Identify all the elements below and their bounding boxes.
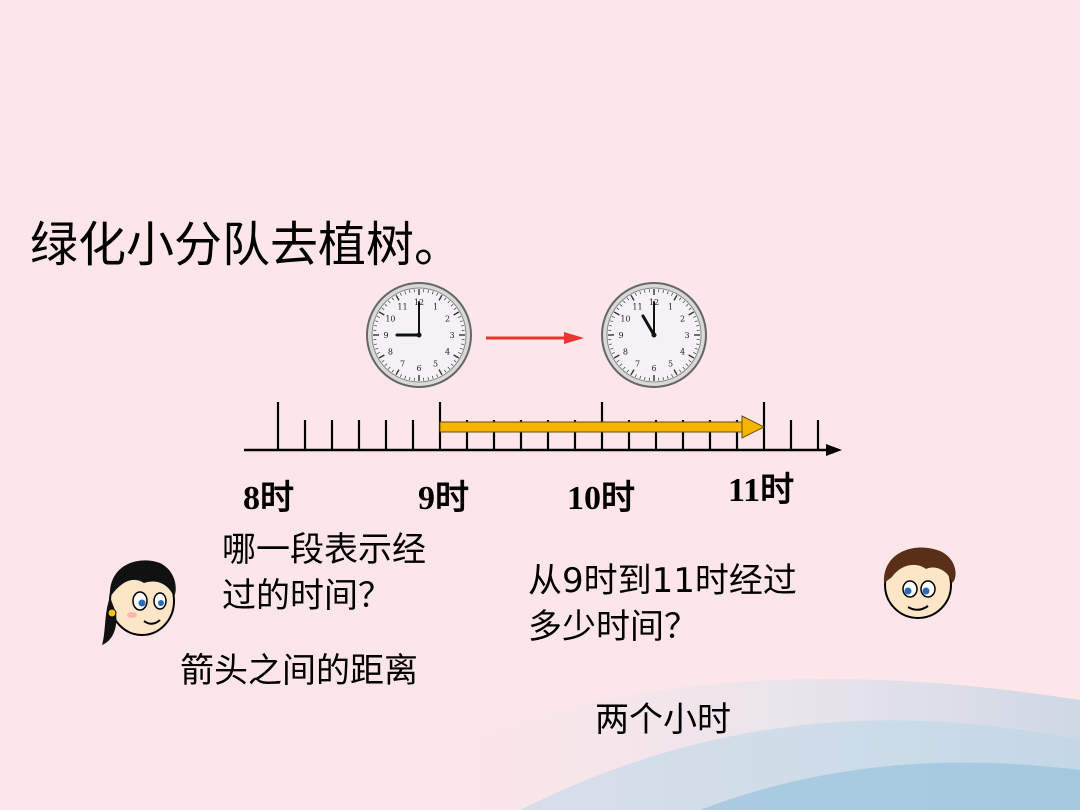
- boy-question: 从9时到11时经过 多少时间？: [528, 558, 797, 650]
- start-clock-number: 10: [385, 315, 395, 324]
- page-title: 绿化小分队去植树。: [30, 217, 463, 273]
- start-clock-number: 4: [445, 348, 450, 357]
- end-clock: 121234567891011: [601, 282, 707, 388]
- start-clock-number: 6: [416, 364, 421, 373]
- start-clock-number: 7: [400, 360, 405, 369]
- start-clock-number: 1: [433, 302, 438, 311]
- girl-face-icon: [102, 560, 176, 645]
- boy-question-line-1: 从9时到11时经过: [528, 561, 797, 601]
- end-clock-number: 9: [618, 331, 623, 340]
- boy-question-line-2: 多少时间？: [528, 607, 698, 647]
- girl-answer: 箭头之间的距离: [180, 651, 418, 691]
- timeline-label: 9时: [418, 480, 469, 517]
- start-clock-number: 8: [388, 348, 393, 357]
- end-clock-number: 8: [623, 348, 628, 357]
- end-clock-number: 1: [668, 302, 673, 311]
- start-clock-number: 3: [449, 331, 454, 340]
- girl-question: 哪一段表示经 过的时间？: [222, 527, 426, 619]
- timeline-label: 8时: [243, 480, 294, 517]
- start-clock-number: 11: [397, 302, 407, 311]
- start-clock-number: 5: [433, 360, 438, 369]
- timeline-arrowhead: [826, 444, 842, 456]
- girl-question-line-1: 哪一段表示经: [222, 530, 426, 570]
- timeline-label: 10时: [567, 480, 635, 517]
- start-clock: 121234567891011: [366, 282, 472, 388]
- end-clock-number: 10: [620, 315, 630, 324]
- start-clock-number: 9: [383, 331, 388, 340]
- end-clock-hour-hand: [641, 314, 656, 337]
- elapsed-time-arrowhead: [741, 415, 766, 439]
- girl-question-line-2: 过的时间？: [222, 576, 392, 616]
- end-clock-number: 5: [668, 360, 673, 369]
- red-arrow-icon: [486, 332, 584, 344]
- elapsed-time-arrow: [439, 421, 745, 433]
- end-clock-number: 7: [635, 360, 640, 369]
- end-clock-number: 6: [651, 364, 656, 373]
- end-clock-number: 4: [680, 348, 685, 357]
- end-clock-number: 3: [684, 331, 689, 340]
- time-number-line: [244, 402, 842, 456]
- end-clock-number: 2: [680, 315, 685, 324]
- end-clock-number: 11: [632, 302, 642, 311]
- timeline-label: 11时: [728, 472, 795, 509]
- boy-face-icon: [883, 547, 956, 619]
- boy-answer: 两个小时: [595, 700, 731, 740]
- start-clock-number: 2: [445, 315, 450, 324]
